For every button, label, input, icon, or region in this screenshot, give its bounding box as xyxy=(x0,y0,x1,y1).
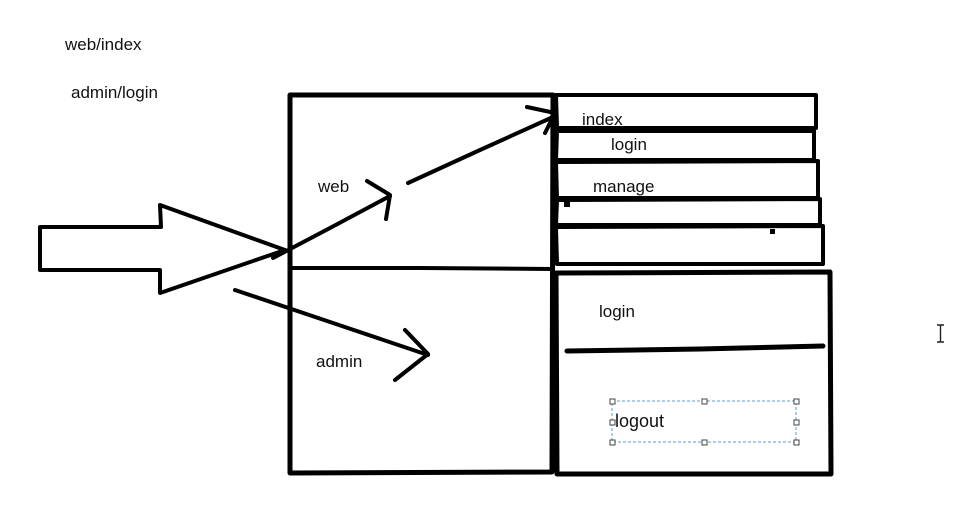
admin-panel-box xyxy=(553,269,834,477)
router-box-divider xyxy=(289,266,554,271)
note-web-index: web/index xyxy=(64,35,142,54)
resize-handle-bottom-left[interactable] xyxy=(609,439,616,446)
stack-label-login: login xyxy=(611,135,647,154)
web-module-label: web xyxy=(317,177,349,196)
stack-box-blank-1 xyxy=(554,197,822,227)
resize-handle-left[interactable] xyxy=(609,419,616,426)
resize-handle-top-left[interactable] xyxy=(609,398,616,405)
entry-block-arrow xyxy=(38,203,287,295)
web-arrow-head xyxy=(365,179,392,221)
resize-handle-bottom[interactable] xyxy=(701,439,708,446)
stack-box-blank-2 xyxy=(554,224,825,266)
text-cursor-icon xyxy=(937,324,944,343)
resize-handle-bottom-right[interactable] xyxy=(793,439,800,446)
admin-panel-separator xyxy=(564,343,826,354)
web-arrow-line xyxy=(271,194,392,260)
router-box xyxy=(287,92,556,476)
admin-panel-logout-text[interactable]: logout xyxy=(615,411,664,431)
stack-label-manage: manage xyxy=(593,177,654,196)
stack-box-index xyxy=(554,93,818,130)
stack-label-index: index xyxy=(582,110,623,129)
stack-box-login xyxy=(554,129,816,162)
admin-arrow-line xyxy=(233,288,430,357)
web-page-stack: index login manage xyxy=(554,93,825,266)
web-to-stack-arrow-line xyxy=(406,115,555,185)
resize-handle-top-right[interactable] xyxy=(793,398,800,405)
resize-handle-top[interactable] xyxy=(701,398,708,405)
admin-module-label: admin xyxy=(316,352,362,371)
ink-dot xyxy=(564,201,570,207)
resize-handle-right[interactable] xyxy=(793,419,800,426)
admin-panel: login logout xyxy=(553,269,834,477)
note-admin-login: admin/login xyxy=(71,83,158,102)
ink-dot xyxy=(770,229,775,234)
admin-arrow-head xyxy=(393,328,430,382)
admin-panel-title: login xyxy=(599,302,635,321)
